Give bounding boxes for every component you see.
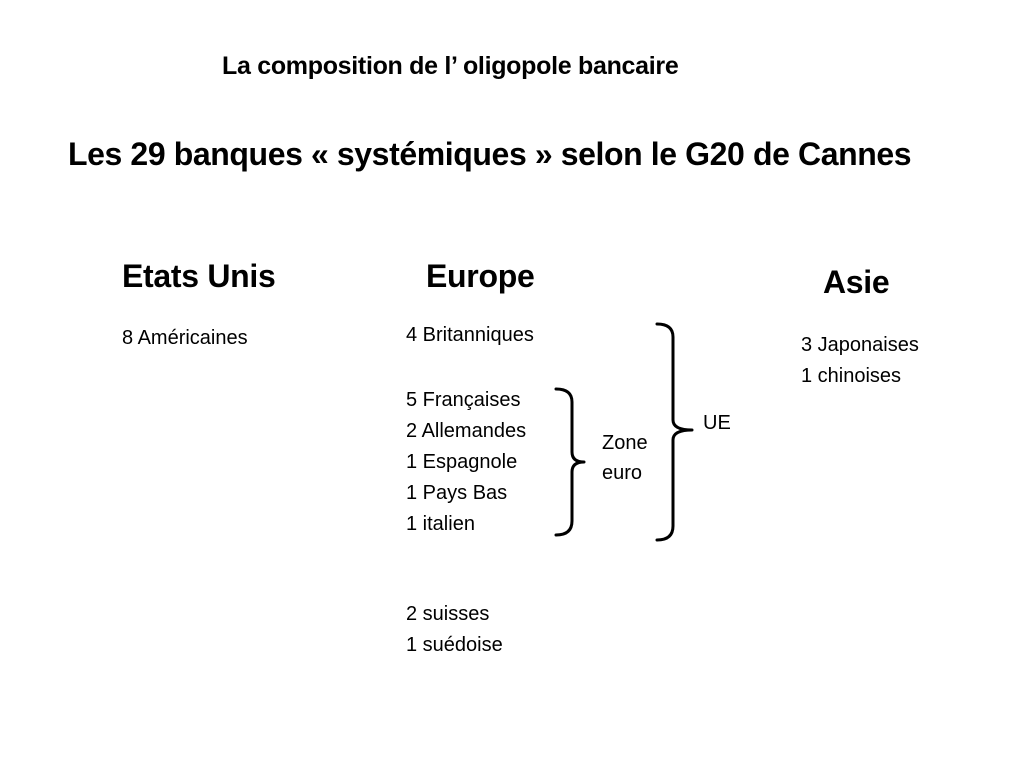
- heading-europe: Europe: [426, 258, 535, 294]
- euro-zone-label-line: Zone: [602, 432, 648, 454]
- slide-subtitle: Les 29 banques « systémiques » selon le …: [68, 136, 912, 172]
- list-item-britanniques: 4 Britanniques: [406, 324, 534, 346]
- list-item: 5 Françaises: [406, 389, 521, 411]
- list-item: 2 Allemandes: [406, 420, 527, 442]
- euro-zone-label: Zone euro: [602, 428, 648, 488]
- list-item: 1 Espagnole: [406, 451, 518, 473]
- list-item: 1 italien: [406, 513, 475, 535]
- euro-zone-list: 5 Françaises 2 Allemandes 1 Espagnole 1 …: [406, 385, 526, 540]
- list-item: 3 Japonaises: [801, 334, 919, 356]
- list-item: 2 suisses: [406, 603, 490, 625]
- list-item: 1 chinoises: [801, 365, 902, 387]
- heading-etats-unis: Etats Unis: [122, 258, 276, 294]
- slide-title: La composition de l’ oligopole bancaire: [222, 52, 679, 80]
- list-item: 1 Pays Bas: [406, 482, 508, 504]
- eu-label: UE: [703, 412, 731, 434]
- eu-bracket-icon: [655, 322, 694, 542]
- euro-zone-label-line: euro: [602, 462, 643, 484]
- heading-asie: Asie: [823, 264, 890, 300]
- list-item: 1 suédoise: [406, 634, 503, 656]
- euro-zone-bracket-icon: [554, 387, 586, 537]
- asia-list: 3 Japonaises 1 chinoises: [801, 330, 919, 392]
- list-item-americaines: 8 Américaines: [122, 327, 248, 349]
- other-europe-list: 2 suisses 1 suédoise: [406, 599, 503, 661]
